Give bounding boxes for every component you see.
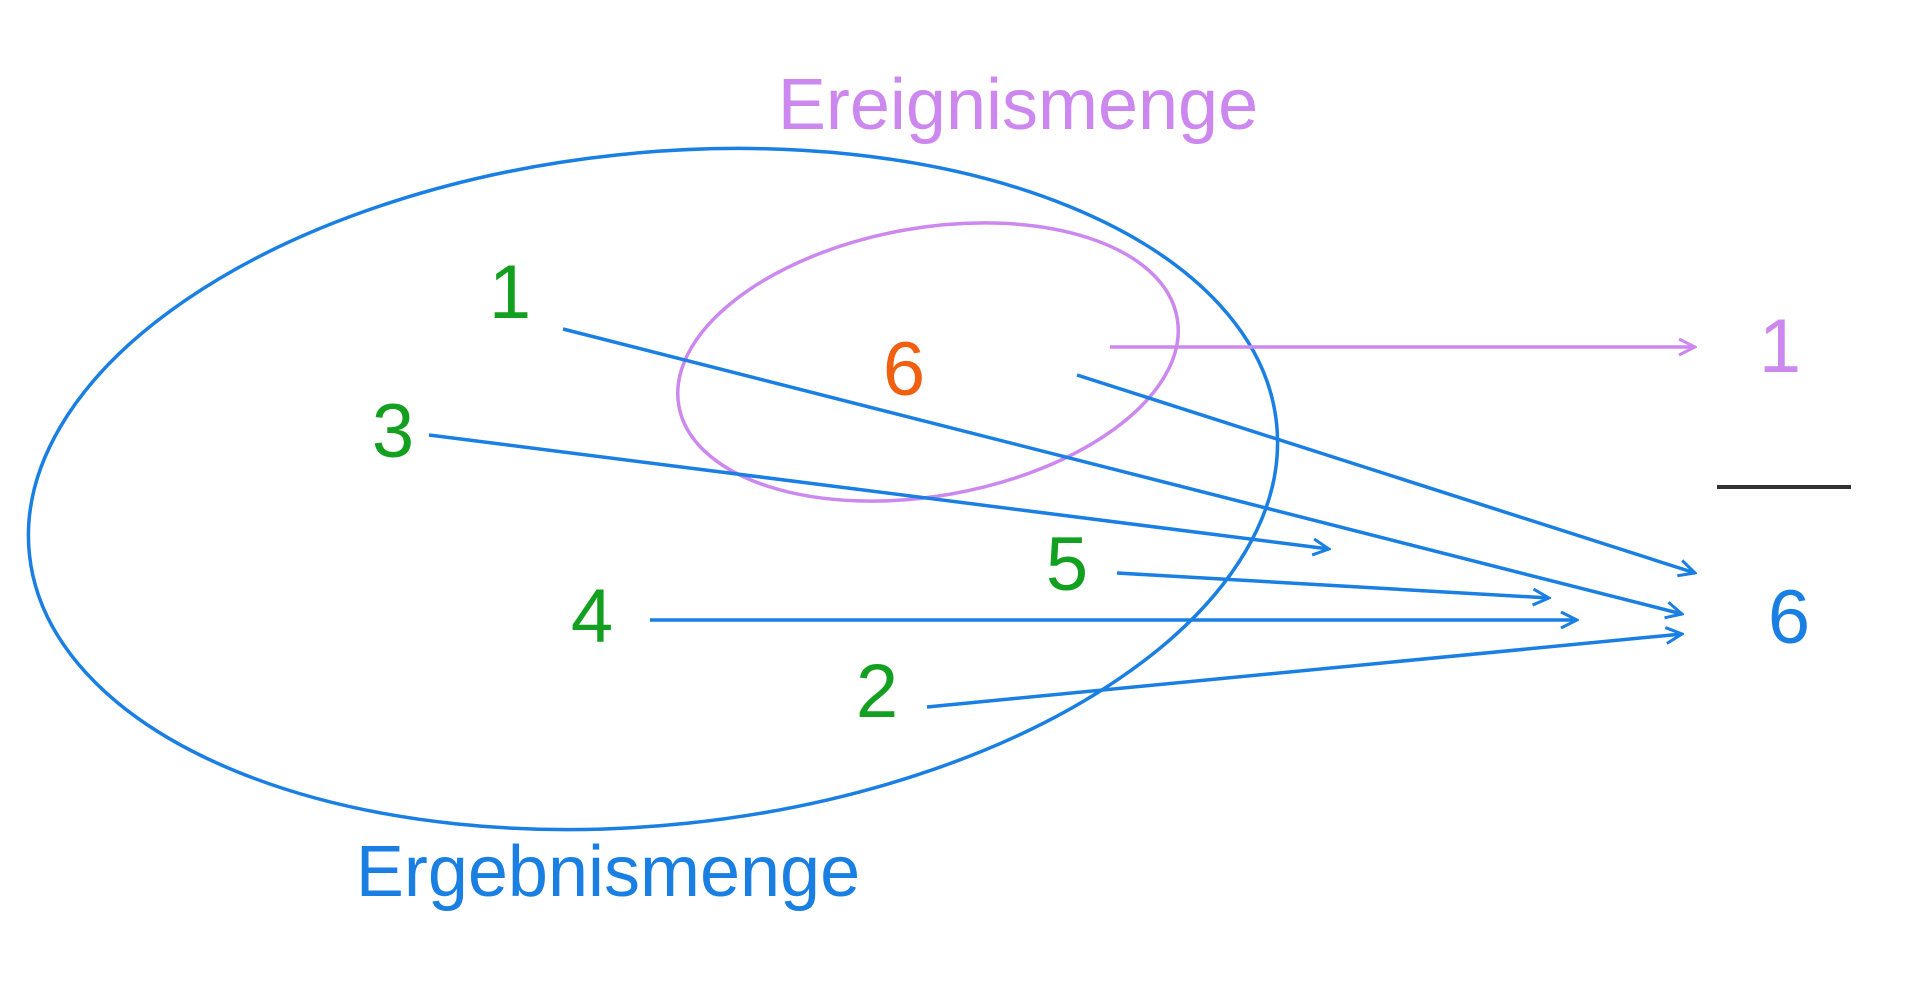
ereignismenge-label: Ereignismenge — [778, 65, 1258, 145]
arrow-1-to-denominator — [562, 327, 1682, 614]
ergebnismenge-label: Ergebnismenge — [356, 832, 860, 912]
ereignismenge-ellipse — [676, 221, 1180, 503]
element-4: 4 — [571, 574, 613, 659]
element-3: 3 — [372, 389, 414, 474]
arrow-6-to-denominator — [1076, 373, 1695, 573]
arrow-3-to-denominator — [428, 433, 1329, 549]
element-6: 6 — [883, 327, 925, 412]
element-2: 2 — [856, 649, 898, 734]
ergebnismenge-ellipse — [26, 146, 1280, 832]
element-1: 1 — [489, 250, 531, 335]
arrow-5-to-denominator — [1116, 571, 1549, 598]
fraction-denominator: 6 — [1768, 575, 1810, 660]
element-5: 5 — [1046, 522, 1088, 607]
fraction-numerator: 1 — [1759, 304, 1801, 389]
arrow-2-to-denominator — [926, 634, 1682, 709]
